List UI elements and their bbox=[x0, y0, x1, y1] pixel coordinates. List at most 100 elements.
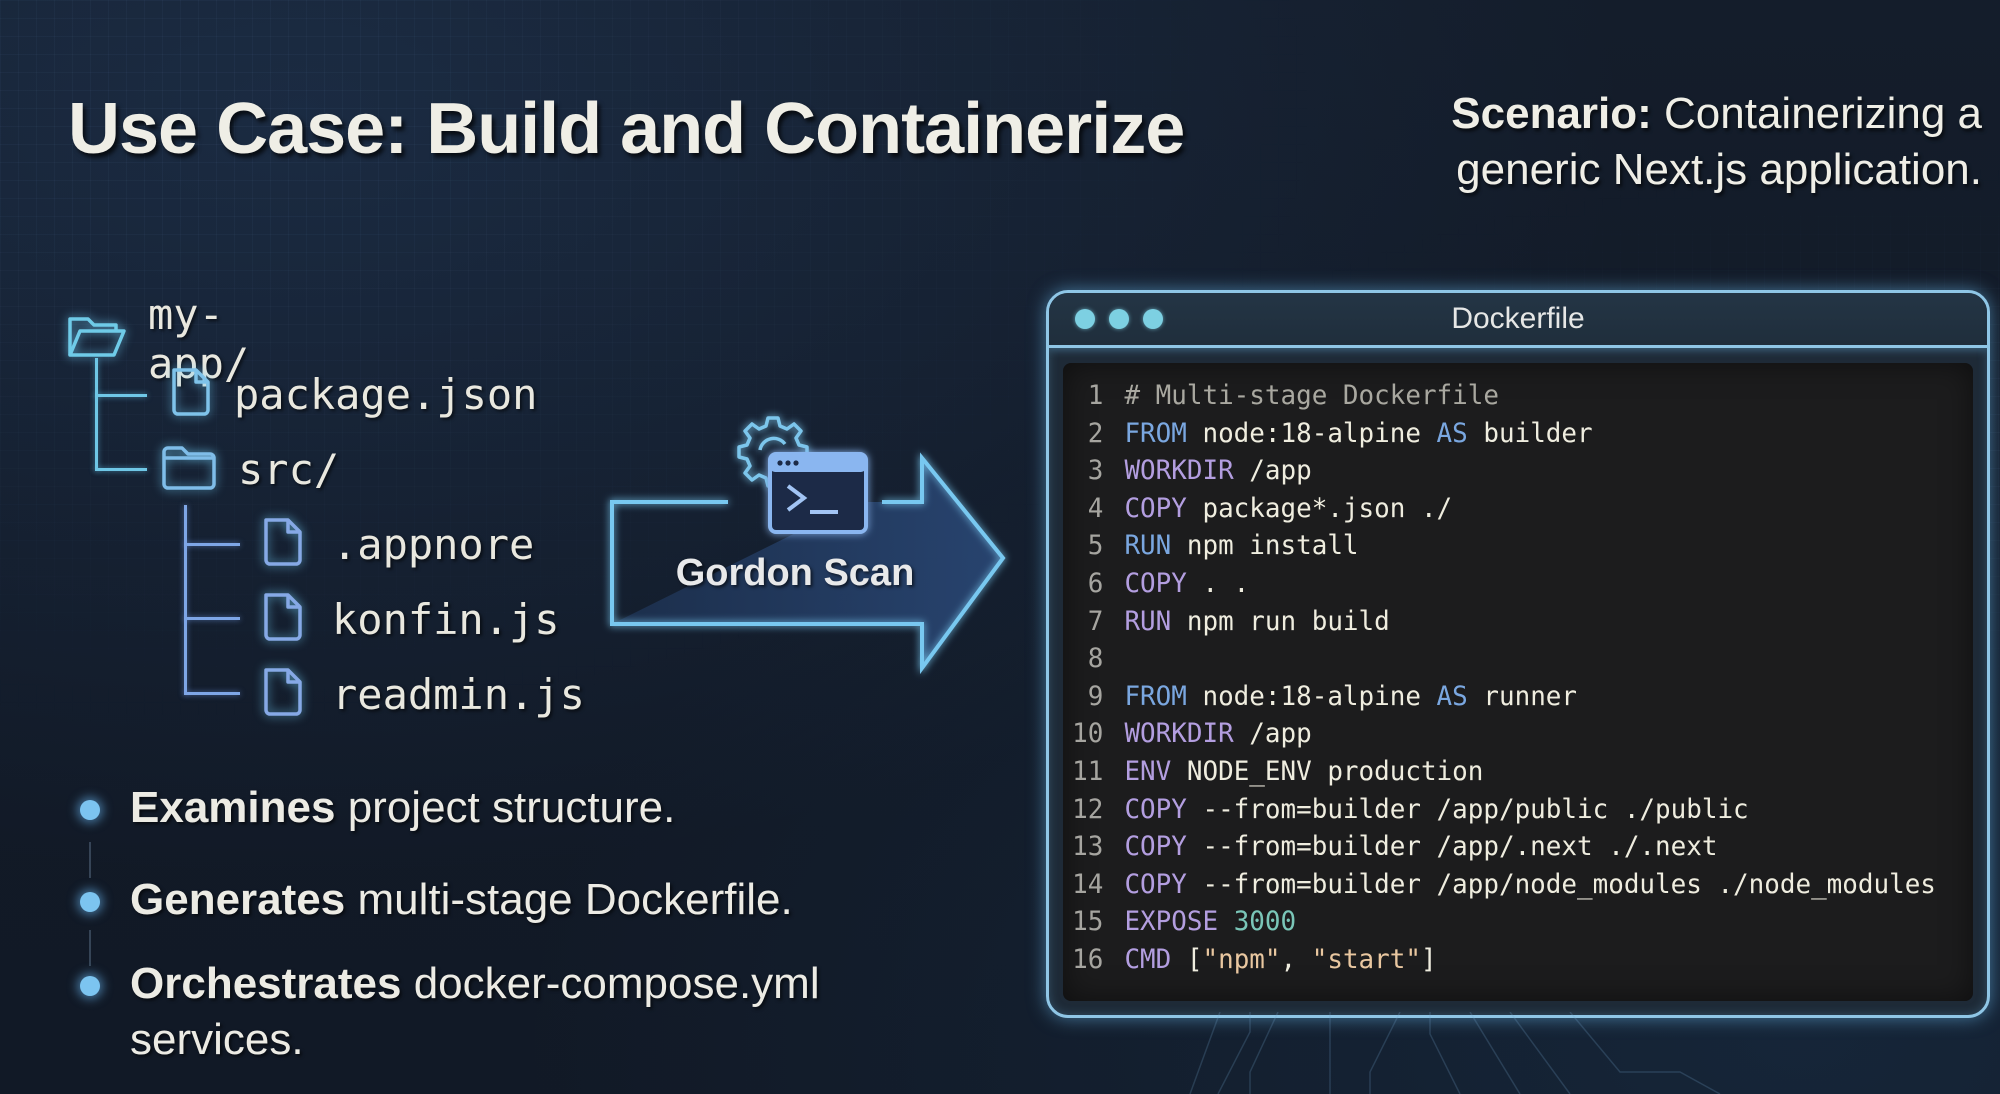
tree-connector bbox=[95, 358, 98, 471]
tree-item-folder[interactable]: src/ bbox=[160, 442, 339, 497]
file-icon bbox=[262, 666, 304, 723]
tree-item-label: .appnore bbox=[332, 520, 535, 569]
line-number: 11 bbox=[1072, 756, 1104, 787]
line-number: 16 bbox=[1072, 944, 1104, 975]
line-number: 8 bbox=[1087, 643, 1104, 675]
scenario-text: Scenario: Containerizing a generic Next.… bbox=[1342, 86, 1982, 198]
line-number: 3 bbox=[1087, 455, 1104, 487]
code-token-plain: node:18-alpine bbox=[1186, 680, 1437, 712]
line-number: 9 bbox=[1087, 680, 1104, 712]
code-line: 3 WORKDIR /app bbox=[1063, 452, 1312, 489]
code-token-kw-purple: CMD bbox=[1124, 944, 1172, 975]
code-editor[interactable]: 1 # Multi-stage Dockerfile 2 FROM node:18-a… bbox=[1063, 363, 1973, 1001]
code-token-kw-blue: FROM bbox=[1124, 417, 1187, 449]
gordon-scan: Gordon Scan bbox=[600, 400, 1020, 690]
code-token-kw-purple: WORKDIR bbox=[1124, 718, 1234, 750]
code-token-plain: NODE_ENV production bbox=[1171, 756, 1484, 787]
code-line: 10 WORKDIR /app bbox=[1063, 715, 1312, 752]
bullet-connector bbox=[89, 842, 91, 878]
code-token-kw-blue: RUN bbox=[1124, 530, 1172, 562]
tree-connector bbox=[184, 543, 240, 546]
code-token-plain: , bbox=[1280, 944, 1312, 975]
file-icon bbox=[262, 591, 304, 648]
tree-connector bbox=[184, 617, 240, 620]
tree-item-file[interactable]: package.json bbox=[170, 366, 537, 423]
tree-item-file[interactable]: .appnore bbox=[262, 516, 534, 573]
code-token-comment: # Multi-stage Dockerfile bbox=[1124, 380, 1499, 411]
code-token-plain: npm run build bbox=[1171, 605, 1390, 637]
dockerfile-window: Dockerfile 1 # Multi-stage Dockerfile 2 FRO… bbox=[1046, 290, 1990, 1018]
tree-item-label: src/ bbox=[238, 445, 340, 494]
window-dot-icon[interactable] bbox=[1075, 309, 1095, 329]
tree-connector bbox=[95, 394, 147, 397]
tree-connector bbox=[95, 468, 147, 471]
arrow-right-icon bbox=[610, 452, 1006, 675]
slide-title: Use Case: Build and Containerize bbox=[68, 89, 1185, 169]
scenario-description: Containerizing a generic Next.js applica… bbox=[1456, 89, 1982, 194]
code-token-kw-purple: COPY bbox=[1124, 831, 1187, 863]
file-icon bbox=[170, 366, 212, 423]
line-number: 12 bbox=[1072, 793, 1104, 825]
code-token-plain: --from=builder /app/.next ./.next bbox=[1186, 831, 1718, 863]
code-token-kw-purple: EXPOSE bbox=[1124, 906, 1219, 938]
tree-connector bbox=[184, 505, 187, 695]
code-token-kw-purple: COPY bbox=[1124, 793, 1187, 825]
tree-item-label: package.json bbox=[234, 370, 538, 419]
tree-item-root[interactable]: my-app/ bbox=[66, 290, 249, 388]
bullet-bold: Orchestrates bbox=[130, 959, 402, 1008]
line-number: 6 bbox=[1087, 568, 1104, 599]
code-token-plain: /app bbox=[1233, 718, 1312, 750]
bullet-item: Examines project structure. bbox=[78, 780, 675, 836]
code-token-str: "npm" bbox=[1202, 944, 1281, 975]
code-token-plain: ] bbox=[1420, 944, 1437, 975]
bullet-bold: Examines bbox=[130, 783, 336, 832]
tree-item-file[interactable]: readmin.js bbox=[262, 666, 585, 723]
code-line: 14 COPY --from=builder /app/node_modules … bbox=[1063, 866, 1936, 903]
code-token-plain: /app bbox=[1233, 455, 1312, 487]
folder-open-icon bbox=[66, 313, 128, 366]
bullet-item: Generates multi-stage Dockerfile. bbox=[78, 872, 793, 928]
scenario-label: Scenario: bbox=[1451, 89, 1652, 138]
code-line: 1 # Multi-stage Dockerfile bbox=[1063, 377, 1499, 414]
circuit-decoration bbox=[1189, 1012, 1721, 1094]
gordon-scan-label: Gordon Scan bbox=[675, 552, 915, 594]
bullet-text: docker-compose.yml services. bbox=[130, 959, 820, 1064]
line-number: 10 bbox=[1072, 718, 1104, 750]
window-title: Dockerfile bbox=[1451, 302, 1585, 335]
code-token-plain: --from=builder /app/node_modules ./node_… bbox=[1186, 868, 1936, 900]
tree-item-file[interactable]: konfin.js bbox=[262, 591, 560, 648]
code-token-plain: . . bbox=[1186, 568, 1250, 599]
folder-icon bbox=[160, 442, 218, 497]
code-token-kw-purple: COPY bbox=[1124, 868, 1187, 900]
line-number: 7 bbox=[1087, 605, 1104, 637]
code-line: 8 bbox=[1063, 640, 1124, 677]
line-number: 14 bbox=[1072, 868, 1104, 900]
code-token-kw-blue: AS bbox=[1436, 417, 1468, 449]
code-line: 6 COPY . . bbox=[1063, 565, 1250, 602]
bullet-dot-icon bbox=[80, 976, 100, 996]
code-line: 7 RUN npm run build bbox=[1063, 603, 1390, 640]
line-number: 1 bbox=[1087, 380, 1104, 411]
code-token-plain: [ bbox=[1171, 944, 1203, 975]
tree-item-label: konfin.js bbox=[332, 595, 560, 644]
code-token-num: 3000 bbox=[1218, 906, 1297, 938]
tree-connector bbox=[184, 692, 240, 695]
tree-item-label: my-app/ bbox=[148, 290, 250, 388]
code-token-kw-purple: COPY bbox=[1124, 568, 1187, 599]
code-token-kw-purple: WORKDIR bbox=[1124, 455, 1234, 487]
line-number: 2 bbox=[1087, 417, 1104, 449]
window-dot-icon[interactable] bbox=[1143, 309, 1163, 329]
bullet-dot-icon bbox=[80, 800, 100, 820]
code-token-kw-purple: RUN bbox=[1124, 605, 1172, 637]
tree-item-label: readmin.js bbox=[332, 670, 585, 719]
bullet-bold: Generates bbox=[130, 875, 346, 924]
window-dot-icon[interactable] bbox=[1109, 309, 1129, 329]
terminal-icon bbox=[768, 452, 868, 534]
bullet-item: Orchestrates docker-compose.yml services… bbox=[78, 956, 950, 1068]
